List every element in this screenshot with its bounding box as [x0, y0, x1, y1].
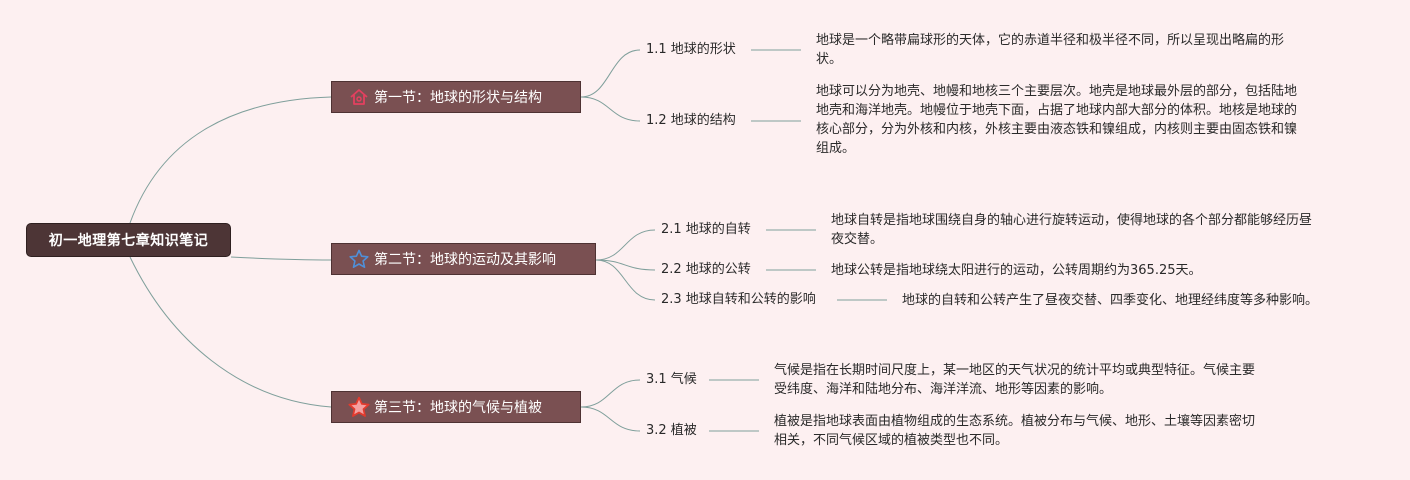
section-node-3[interactable]: 第三节：地球的气候与植被 — [331, 391, 581, 423]
link-root-section-1 — [129, 96, 332, 224]
house-icon — [348, 86, 370, 108]
star-icon — [348, 396, 370, 418]
note-2-2: 地球公转是指地球绕太阳进行的运动，公转周期约为365.25天。 — [831, 263, 1202, 278]
link-section-2-topic-3 — [595, 259, 656, 301]
topic-3-1[interactable]: 3.1 气候 — [646, 372, 697, 387]
link-section-3-topic-1 — [580, 379, 641, 408]
section-label: 第三节：地球的气候与植被 — [374, 400, 542, 416]
note-2-3: 地球的自转和公转产生了昼夜交替、四季变化、地理经纬度等多种影响。 — [902, 293, 1319, 308]
link-section-1-topic-1 — [580, 49, 641, 98]
link-section-2-topic-1 — [595, 229, 656, 261]
root-label: 初一地理第七章知识笔记 — [48, 233, 209, 249]
section-label: 第一节：地球的形状与结构 — [374, 90, 542, 106]
link-section-2-topic-2 — [595, 259, 656, 271]
note-1-1: 地球是一个略带扁球形的天体，它的赤道半径和极半径不同，所以呈现出略扁的形状。 — [816, 33, 1285, 67]
topic-3-2[interactable]: 3.2 植被 — [646, 423, 697, 438]
topic-2-1[interactable]: 2.1 地球的自转 — [661, 222, 751, 237]
link-section-1-topic-2 — [580, 96, 641, 122]
note-2-1: 地球自转是指地球围绕自身的轴心进行旋转运动，使得地球的各个部分都能够经历昼夜交替… — [831, 213, 1313, 247]
star-outline-icon — [348, 248, 370, 270]
topic-1-1[interactable]: 1.1 地球的形状 — [646, 42, 736, 57]
topic-1-2[interactable]: 1.2 地球的结构 — [646, 113, 736, 128]
root-node[interactable]: 初一地理第七章知识笔记 — [26, 223, 231, 257]
note-3-1: 气候是指在长期时间尺度上，某一地区的天气状况的统计平均或典型特征。气候主要受纬度… — [774, 363, 1256, 397]
section-node-1[interactable]: 第一节：地球的形状与结构 — [331, 81, 581, 113]
section-label: 第二节：地球的运动及其影响 — [374, 252, 556, 268]
section-node-2[interactable]: 第二节：地球的运动及其影响 — [331, 243, 596, 275]
topic-2-2[interactable]: 2.2 地球的公转 — [661, 262, 751, 277]
link-root-section-3 — [129, 256, 332, 408]
note-3-2: 植被是指地球表面由植物组成的生态系统。植被分布与气候、地形、土壤等因素密切相关，… — [774, 414, 1256, 448]
note-1-2: 地球可以分为地壳、地幔和地核三个主要层次。地壳是地球最外层的部分，包括陆地地壳和… — [816, 84, 1298, 156]
topic-2-3[interactable]: 2.3 地球自转和公转的影响 — [661, 292, 816, 307]
link-section-3-topic-2 — [580, 406, 641, 432]
link-root-section-2 — [230, 256, 332, 261]
